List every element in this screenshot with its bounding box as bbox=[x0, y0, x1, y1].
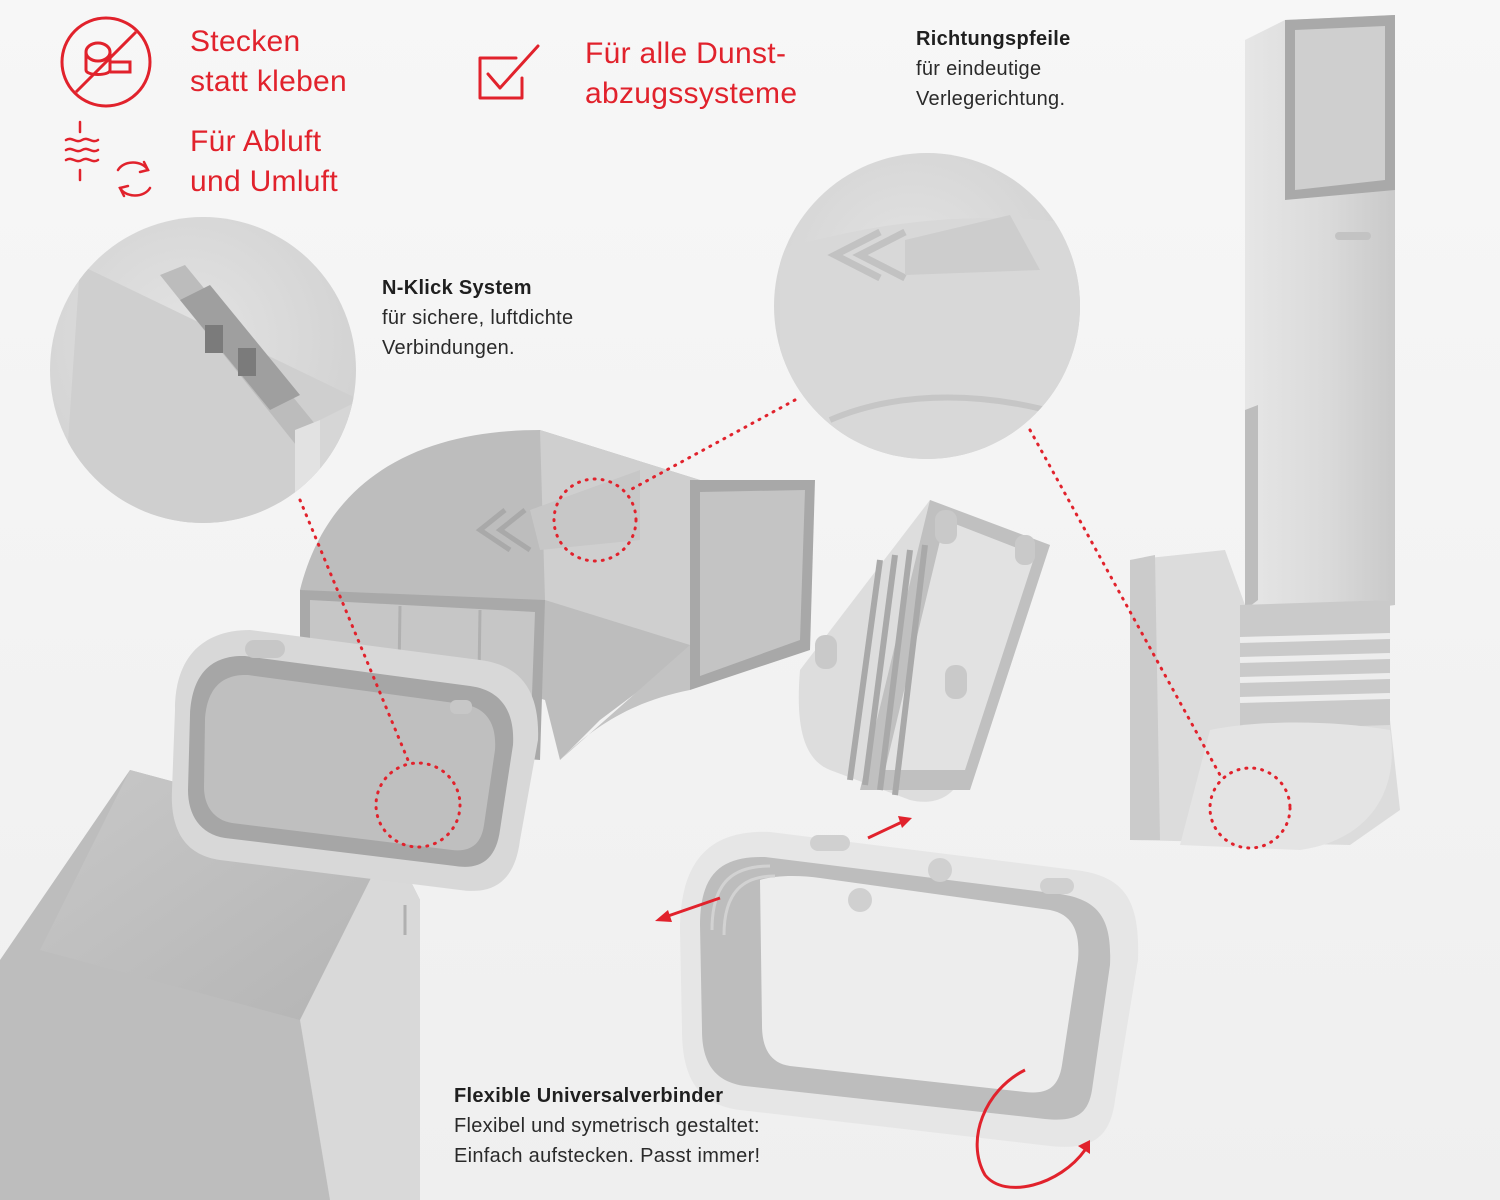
feature-dunst-line2: abzugssysteme bbox=[585, 77, 798, 110]
feature-dunst-line1: Für alle Dunst- bbox=[585, 37, 787, 70]
callout-flexible-title: Flexible Universalverbinder bbox=[454, 1085, 724, 1107]
feature-dunst: Für alle Dunst- abzugssysteme bbox=[585, 34, 797, 114]
callout-richtungspfeile-line1: für eindeutige bbox=[916, 58, 1042, 80]
vertical-duct-elbow bbox=[1130, 15, 1400, 850]
feature-stecken-line1: Stecken bbox=[190, 25, 301, 58]
airflow-recirculation-icon bbox=[64, 120, 152, 198]
nklick-zoom-circle bbox=[50, 217, 356, 523]
callout-flexible: Flexible Universalverbinder Flexibel und… bbox=[454, 1081, 760, 1171]
callout-nklick-title: N-Klick System bbox=[382, 277, 532, 299]
callout-flexible-line1: Flexibel und symetrisch gestaltet: bbox=[454, 1115, 760, 1137]
callout-richtungspfeile-line2: Verlegerichtung. bbox=[916, 88, 1066, 110]
feature-stecken-line2: statt kleben bbox=[190, 65, 348, 98]
no-tape-icon bbox=[60, 16, 152, 108]
flexible-connector bbox=[680, 831, 1139, 1147]
callout-richtungspfeile: Richtungspfeile für eindeutige Verlegeri… bbox=[916, 24, 1071, 114]
callout-nklick-line2: Verbindungen. bbox=[382, 337, 515, 359]
feature-abluft-line1: Für Abluft bbox=[190, 125, 322, 158]
callout-markers bbox=[298, 398, 1292, 850]
feature-abluft: Für Abluft und Umluft bbox=[190, 122, 338, 202]
callout-flexible-line2: Einfach aufstecken. Passt immer! bbox=[454, 1145, 761, 1167]
richtungspfeile-zoom-circle bbox=[774, 153, 1080, 459]
callout-richtungspfeile-title: Richtungspfeile bbox=[916, 28, 1071, 50]
callout-nklick: N-Klick System für sichere, luftdichte V… bbox=[382, 273, 573, 363]
connector-left bbox=[171, 630, 539, 891]
stretch-arrows bbox=[655, 816, 1090, 1189]
callout-nklick-line1: für sichere, luftdichte bbox=[382, 307, 574, 329]
feature-stecken: Stecken statt kleben bbox=[190, 22, 347, 102]
checkbox-check-icon bbox=[478, 44, 540, 100]
feature-abluft-line2: und Umluft bbox=[190, 165, 339, 198]
connector-right bbox=[798, 500, 1050, 802]
